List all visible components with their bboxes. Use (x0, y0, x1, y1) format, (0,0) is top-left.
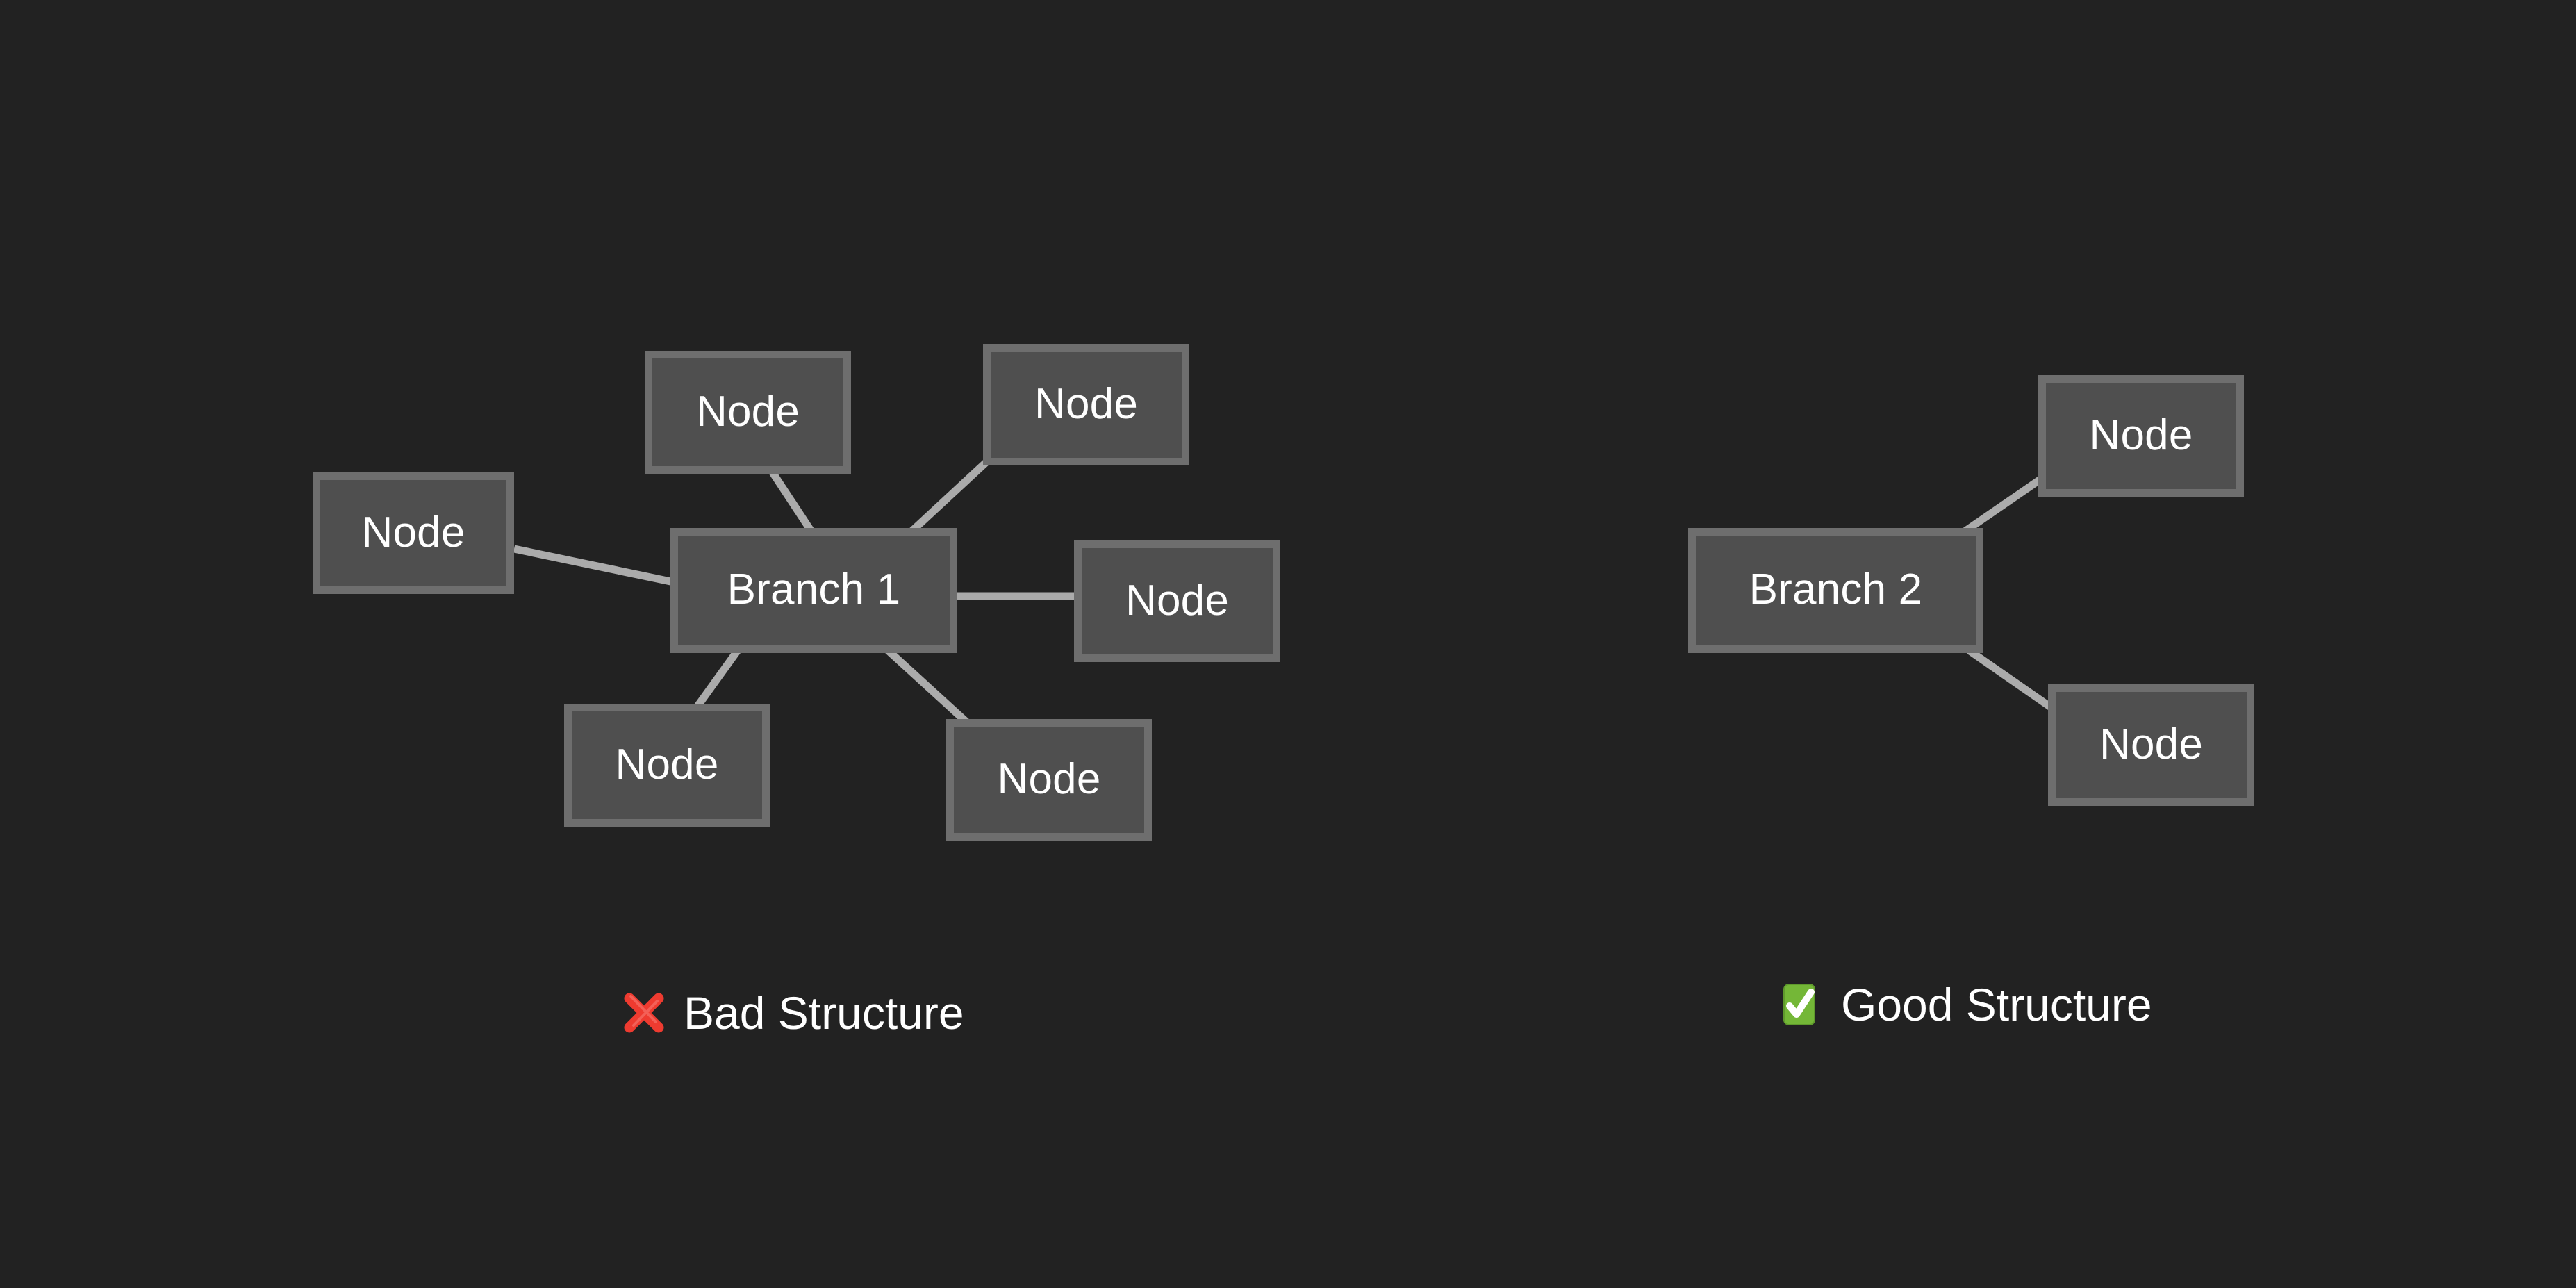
edge-branch-2-to-node-top (1962, 474, 2045, 535)
node-bad-top-right[interactable]: Node (983, 344, 1189, 465)
node-label: Node (1125, 576, 1230, 625)
node-bad-left[interactable]: Node (313, 472, 514, 594)
caption-bad-label: Bad Structure (684, 987, 964, 1039)
node-bad-right[interactable]: Node (1074, 540, 1280, 662)
node-good-top[interactable]: Node (2038, 375, 2244, 497)
white-heavy-check-mark-icon (1780, 983, 1823, 1026)
node-label: Node (1034, 379, 1139, 428)
caption-good-structure: Good Structure (1780, 982, 2152, 1027)
node-label: Node (997, 754, 1101, 803)
edge-branch-1-to-node-bottom-left (693, 647, 741, 710)
node-branch-2[interactable]: Branch 2 (1688, 528, 1983, 653)
node-bad-top-left[interactable]: Node (645, 351, 851, 474)
caption-bad-structure: Bad Structure (622, 990, 964, 1036)
node-label: Node (2089, 411, 2193, 459)
branch-2-label: Branch 2 (1749, 565, 1923, 613)
cross-mark-icon (622, 991, 666, 1034)
caption-good-label: Good Structure (1841, 979, 2152, 1030)
node-branch-1[interactable]: Branch 1 (670, 528, 957, 653)
edge-branch-2-to-node-bottom (1966, 647, 2054, 711)
node-bad-bottom-left[interactable]: Node (564, 704, 770, 827)
edge-node-left-to-branch-1 (513, 545, 675, 586)
branch-1-label: Branch 1 (727, 565, 901, 613)
edge-branch-1-to-node-bottom-right (885, 647, 970, 726)
edge-node-top-right-to-branch-1 (909, 459, 989, 535)
node-bad-bottom-right[interactable]: Node (946, 719, 1152, 841)
node-label: Node (2099, 720, 2204, 768)
edge-node-top-left-to-branch-1 (769, 470, 815, 534)
node-label: Node (361, 508, 465, 556)
node-good-bottom[interactable]: Node (2048, 684, 2254, 806)
node-label: Node (695, 387, 800, 436)
node-label: Node (615, 740, 719, 789)
